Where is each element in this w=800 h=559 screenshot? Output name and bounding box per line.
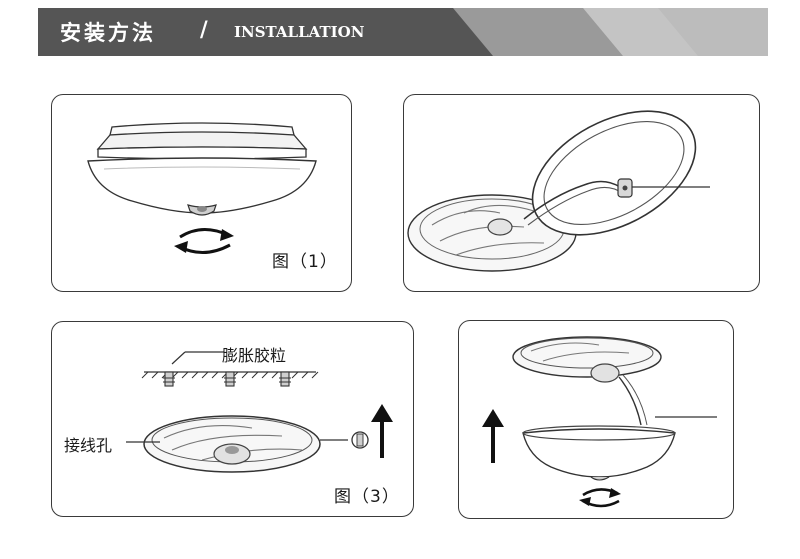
lamp-illustration — [87, 122, 317, 216]
banner-title-en: INSTALLATION — [234, 23, 365, 41]
wire-hole-label: 接线孔 — [64, 436, 113, 455]
step-panel-2 — [403, 94, 760, 292]
banner-separator: / — [200, 16, 211, 41]
section-banner: 安装方法 / INSTALLATION — [38, 8, 768, 56]
step-panel-3: 膨胀胶粒 接线孔 图（3） — [51, 321, 414, 517]
banner-title-cn: 安装方法 — [60, 21, 156, 45]
figure-caption-1: 图（1） — [272, 252, 338, 272]
up-arrow-icon — [482, 409, 504, 463]
assembly-illustration — [512, 336, 717, 481]
ceiling-mount-illustration — [126, 351, 393, 473]
anchor-1 — [163, 371, 175, 387]
step-panel-1: 图（1） — [51, 94, 352, 292]
rotate-arrow-icon — [174, 228, 234, 254]
wire-connector-icon — [622, 185, 628, 191]
wiring-illustration — [407, 110, 710, 272]
screw-icon — [351, 431, 369, 449]
anchor-label: 膨胀胶粒 — [222, 346, 287, 365]
rotate-arrow-icon — [579, 488, 621, 508]
figure-caption-3: 图（3） — [334, 487, 400, 507]
banner-background — [38, 8, 768, 56]
step-panel-4 — [458, 320, 734, 519]
